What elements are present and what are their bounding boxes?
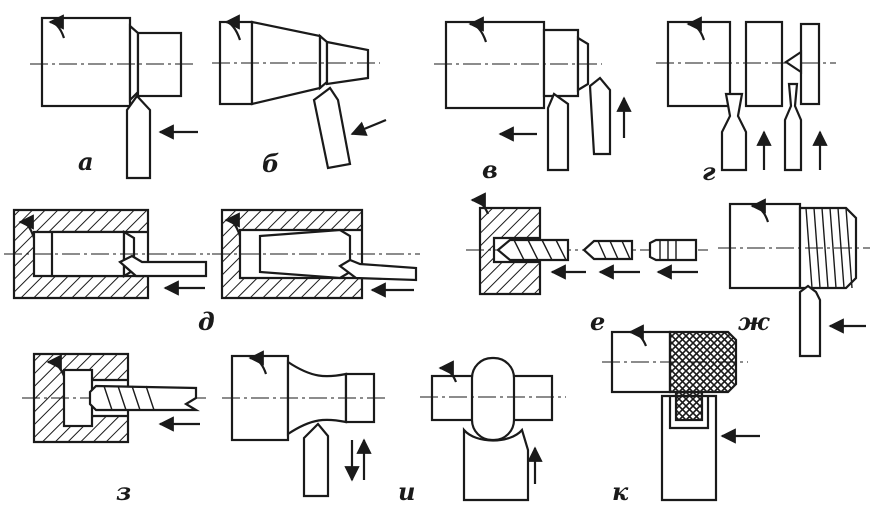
- figure-form-turning: [420, 356, 566, 502]
- workpiece-body: [728, 202, 802, 290]
- workpiece-body: [40, 16, 132, 108]
- figure-i-profile-turning: и: [222, 350, 415, 506]
- label-z: з: [116, 477, 131, 506]
- rotation-arrow: [46, 354, 66, 377]
- rotation-arrow: [224, 14, 242, 41]
- figure-zh-threading: ж: [718, 198, 870, 358]
- figure-e-drilling: е: [466, 192, 708, 336]
- figure-v-facing: в: [434, 16, 632, 184]
- label-k: к: [612, 477, 629, 506]
- workpiece-body: [444, 20, 546, 110]
- label-b: б: [262, 149, 279, 178]
- figure-k-knurling: к: [602, 324, 760, 506]
- grooving-tool: [720, 92, 748, 172]
- thread-tool: [798, 284, 822, 358]
- label-i: и: [398, 477, 415, 506]
- figure-a-external-turning: а: [30, 14, 198, 180]
- cutting-tool: [125, 94, 152, 180]
- parting-point: [784, 49, 803, 75]
- rotation-arrow: [686, 16, 706, 41]
- profile-tool: [302, 422, 330, 498]
- drilled-part: [478, 206, 542, 296]
- parting-tool: [783, 82, 803, 172]
- label-e: е: [590, 307, 605, 336]
- workpiece-body: [666, 20, 732, 108]
- label-v: в: [482, 155, 498, 184]
- workpiece-chamfer: [128, 23, 140, 103]
- figure-z-internal-threading: з: [22, 352, 206, 506]
- label-g: г: [702, 157, 716, 186]
- rotation-arrow: [470, 192, 490, 215]
- boring-bar-right: [338, 258, 418, 282]
- knurling-wheel: [674, 390, 704, 422]
- cutting-tool-left: [546, 92, 570, 172]
- rotation-arrow: [248, 350, 268, 375]
- workpiece-end: [799, 22, 821, 106]
- tap: [88, 384, 200, 412]
- label-d: д: [198, 307, 215, 336]
- figure-g-grooving: г: [656, 16, 836, 186]
- workpiece-step: [136, 31, 183, 98]
- countersink: [582, 239, 634, 261]
- rotation-arrow-right: [224, 212, 242, 237]
- tap-threads: [103, 385, 155, 411]
- figure-d-boring: д: [4, 208, 420, 336]
- wheel-fork: [668, 396, 710, 430]
- rotation-arrow: [438, 360, 458, 383]
- label-zh: ж: [738, 307, 770, 336]
- feed-arrow: [350, 118, 387, 136]
- countersink-flutes: [597, 240, 631, 260]
- drill-flutes: [513, 239, 567, 261]
- label-a: а: [78, 147, 94, 176]
- cutting-tool: [312, 86, 352, 170]
- rotation-arrow: [468, 16, 488, 43]
- workpiece-step: [542, 28, 580, 98]
- rotation-arrow-left: [18, 214, 36, 239]
- rotation-arrow: [628, 324, 648, 347]
- workpiece-middle: [744, 20, 784, 108]
- workpiece-small-taper: [325, 40, 370, 86]
- boring-bar-left: [118, 254, 208, 278]
- reamer: [648, 238, 698, 262]
- cutting-tool-right: [588, 76, 612, 156]
- rotation-arrow: [750, 198, 770, 223]
- workpiece-collar: [470, 356, 516, 442]
- form-tool: [462, 427, 530, 502]
- rotation-arrow: [48, 14, 66, 39]
- figure-b-taper-turning: б: [212, 14, 387, 178]
- reamer-teeth: [659, 240, 677, 260]
